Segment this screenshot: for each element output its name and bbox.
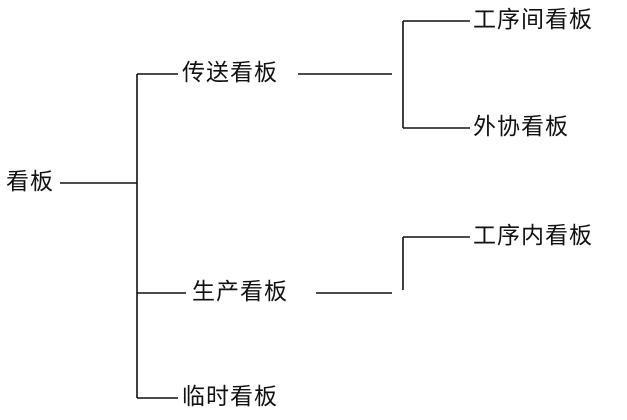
branch-label-2: 生产看板 (192, 279, 288, 305)
leaf-label-1-2: 外协看板 (473, 114, 569, 140)
root-label: 看板 (6, 169, 54, 195)
branch-label-1: 传送看板 (182, 60, 278, 86)
leaf-label-1-1: 工序间看板 (473, 7, 593, 33)
leaf-label-2-1: 工序内看板 (473, 223, 593, 249)
branch-label-3: 临时看板 (182, 384, 278, 410)
